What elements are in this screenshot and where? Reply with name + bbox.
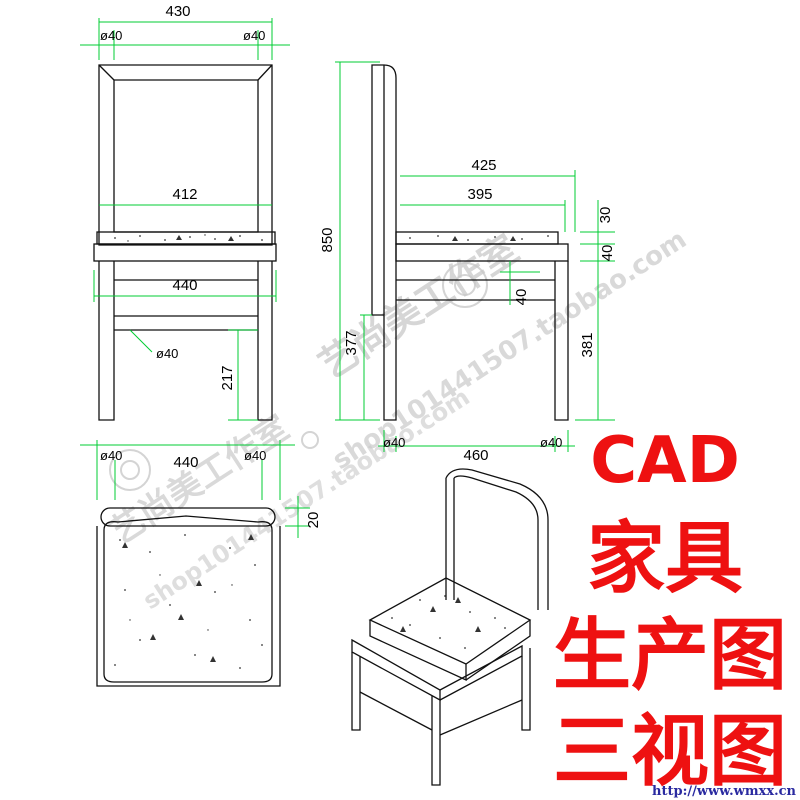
side-base-depth-label: 460 xyxy=(463,447,488,464)
top-left-diameter: ø40 xyxy=(100,448,122,463)
side-cushion-thickness-label: 30 xyxy=(597,207,614,224)
perspective-outline xyxy=(351,468,549,786)
watermark-flower-icon xyxy=(109,262,488,491)
front-seat-inner-width-label: 412 xyxy=(172,186,197,203)
top-view-outline xyxy=(96,507,281,687)
side-view-outline xyxy=(371,64,569,421)
top-cushion-texture xyxy=(114,534,263,669)
front-stretcher-height-label: 217 xyxy=(219,365,236,390)
title-line-cad: CAD xyxy=(590,424,740,498)
side-seat-height-label: 381 xyxy=(579,332,596,357)
front-cushion-texture xyxy=(114,234,263,242)
front-width-label: 430 xyxy=(165,3,190,20)
front-top-left-diameter: ø40 xyxy=(100,28,122,43)
side-view-dimensions xyxy=(335,61,615,452)
front-top-right-diameter: ø40 xyxy=(243,28,265,43)
front-rail-width-label: 440 xyxy=(172,277,197,294)
top-view: ø40 440 ø40 20 xyxy=(80,440,322,687)
title-line-three-views: 三视图 xyxy=(553,707,787,797)
top-rail-offset-label: 20 xyxy=(305,512,322,529)
top-right-diameter: ø40 xyxy=(244,448,266,463)
side-seat-depth-outer-label: 425 xyxy=(471,157,496,174)
perspective-cushion-texture xyxy=(391,595,506,649)
side-cushion-texture xyxy=(409,235,549,241)
top-width-label: 440 xyxy=(173,454,198,471)
side-total-height-label: 850 xyxy=(319,227,336,252)
front-view: 430 ø40 ø40 412 440 ø40 217 xyxy=(80,3,290,421)
front-view-outline xyxy=(93,64,277,421)
side-seat-depth-inner-label: 395 xyxy=(467,186,492,203)
side-right-leg-diameter: ø40 xyxy=(540,435,562,450)
title-line-production-drawing: 生产图 xyxy=(553,611,787,701)
top-view-dimensions xyxy=(80,440,310,538)
side-left-leg-diameter: ø40 xyxy=(383,435,405,450)
title-block: CAD 家具 生产图 三视图 xyxy=(553,424,787,797)
side-rail-gap-label: 40 xyxy=(599,245,616,262)
side-view: 850 377 425 395 30 40 40 381 ø40 460 ø40 xyxy=(319,61,616,464)
side-back-lower-height-label: 377 xyxy=(343,330,360,355)
side-rail-depth-label: 40 xyxy=(513,289,530,306)
front-leg-diameter: ø40 xyxy=(156,346,178,361)
front-view-dimensions xyxy=(80,18,290,421)
title-line-furniture: 家具 xyxy=(587,514,743,604)
footer-url: http://www.wmxx.cn xyxy=(652,784,797,799)
perspective-view xyxy=(351,468,549,786)
